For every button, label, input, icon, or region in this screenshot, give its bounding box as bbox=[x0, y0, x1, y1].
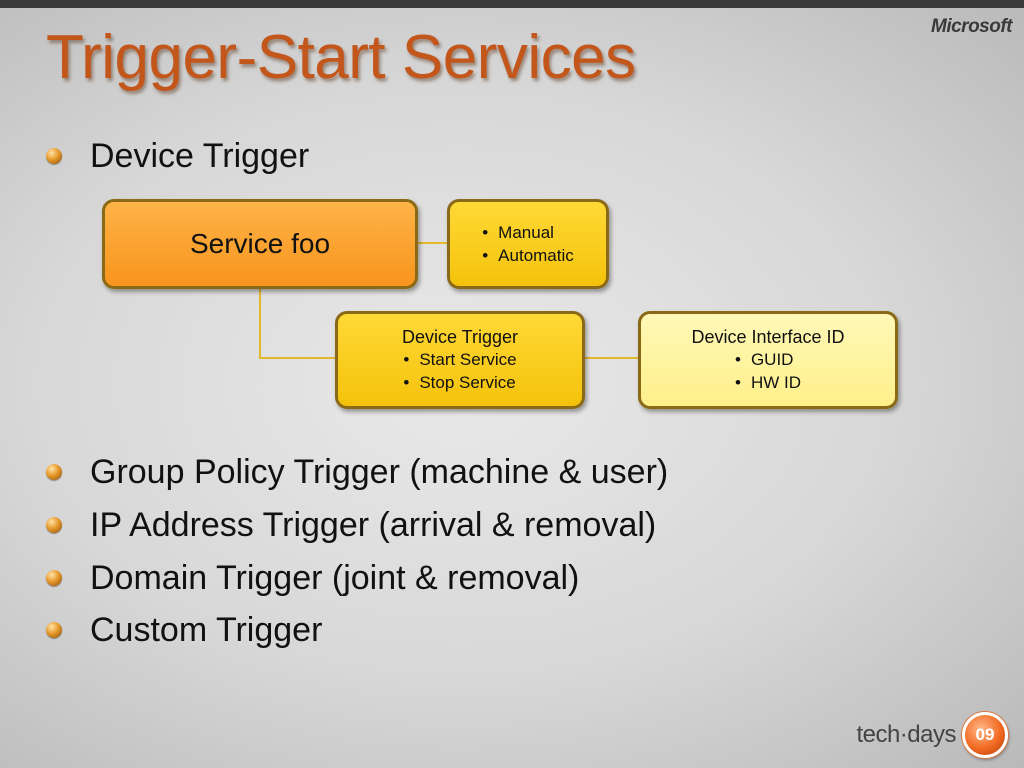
device-trigger-item: Stop Service bbox=[403, 371, 516, 394]
service-foo-box: Service foo bbox=[102, 199, 418, 289]
device-trigger-title: Device Trigger bbox=[401, 327, 519, 347]
start-mode-box: Manual Automatic bbox=[447, 199, 609, 289]
start-mode-item: Manual bbox=[482, 221, 574, 244]
connector-to-device-trigger bbox=[259, 357, 335, 359]
device-interface-list: GUID HW ID bbox=[735, 348, 801, 394]
top-bar bbox=[0, 0, 1024, 8]
bullet-text: Device Trigger bbox=[90, 137, 310, 175]
connector-service-to-modes bbox=[418, 242, 447, 244]
start-mode-item: Automatic bbox=[482, 244, 574, 267]
device-trigger-list: Start Service Stop Service bbox=[403, 348, 516, 394]
orb-bullet-icon bbox=[46, 622, 62, 638]
orb-bullet-icon bbox=[46, 464, 62, 480]
start-mode-list: Manual Automatic bbox=[482, 221, 574, 267]
bullet-domain-trigger: Domain Trigger (joint & removal) bbox=[46, 558, 579, 598]
techdays-wordmark: tech·days bbox=[856, 721, 956, 748]
device-interface-item: GUID bbox=[735, 348, 801, 371]
bullet-ip-address-trigger: IP Address Trigger (arrival & removal) bbox=[46, 505, 656, 545]
orb-bullet-icon bbox=[46, 148, 62, 164]
bullet-text: Domain Trigger (joint & removal) bbox=[90, 559, 580, 597]
bullet-text: Custom Trigger bbox=[90, 611, 323, 649]
slide-title: Trigger-Start Services bbox=[46, 23, 636, 92]
techdays-logo: tech·days 09 bbox=[856, 712, 1008, 758]
service-foo-label: Service foo bbox=[189, 228, 331, 259]
device-trigger-item: Start Service bbox=[403, 348, 516, 371]
connector-service-down bbox=[259, 289, 261, 359]
bullet-custom-trigger: Custom Trigger bbox=[46, 610, 322, 650]
connector-trigger-to-interface bbox=[585, 357, 638, 359]
device-interface-item: HW ID bbox=[735, 371, 801, 394]
device-interface-title: Device Interface ID bbox=[691, 327, 845, 347]
bullet-text: IP Address Trigger (arrival & removal) bbox=[90, 506, 657, 544]
bullet-text: Group Policy Trigger (machine & user) bbox=[90, 453, 669, 491]
bullet-group-policy-trigger: Group Policy Trigger (machine & user) bbox=[46, 452, 668, 492]
techdays-badge-icon: 09 bbox=[962, 712, 1008, 758]
device-trigger-box: Device Trigger Start Service Stop Servic… bbox=[335, 311, 585, 409]
orb-bullet-icon bbox=[46, 570, 62, 586]
orb-bullet-icon bbox=[46, 517, 62, 533]
microsoft-logo: Microsoft bbox=[931, 16, 1013, 37]
device-interface-box: Device Interface ID GUID HW ID bbox=[638, 311, 898, 409]
bullet-device-trigger: Device Trigger bbox=[46, 136, 309, 176]
